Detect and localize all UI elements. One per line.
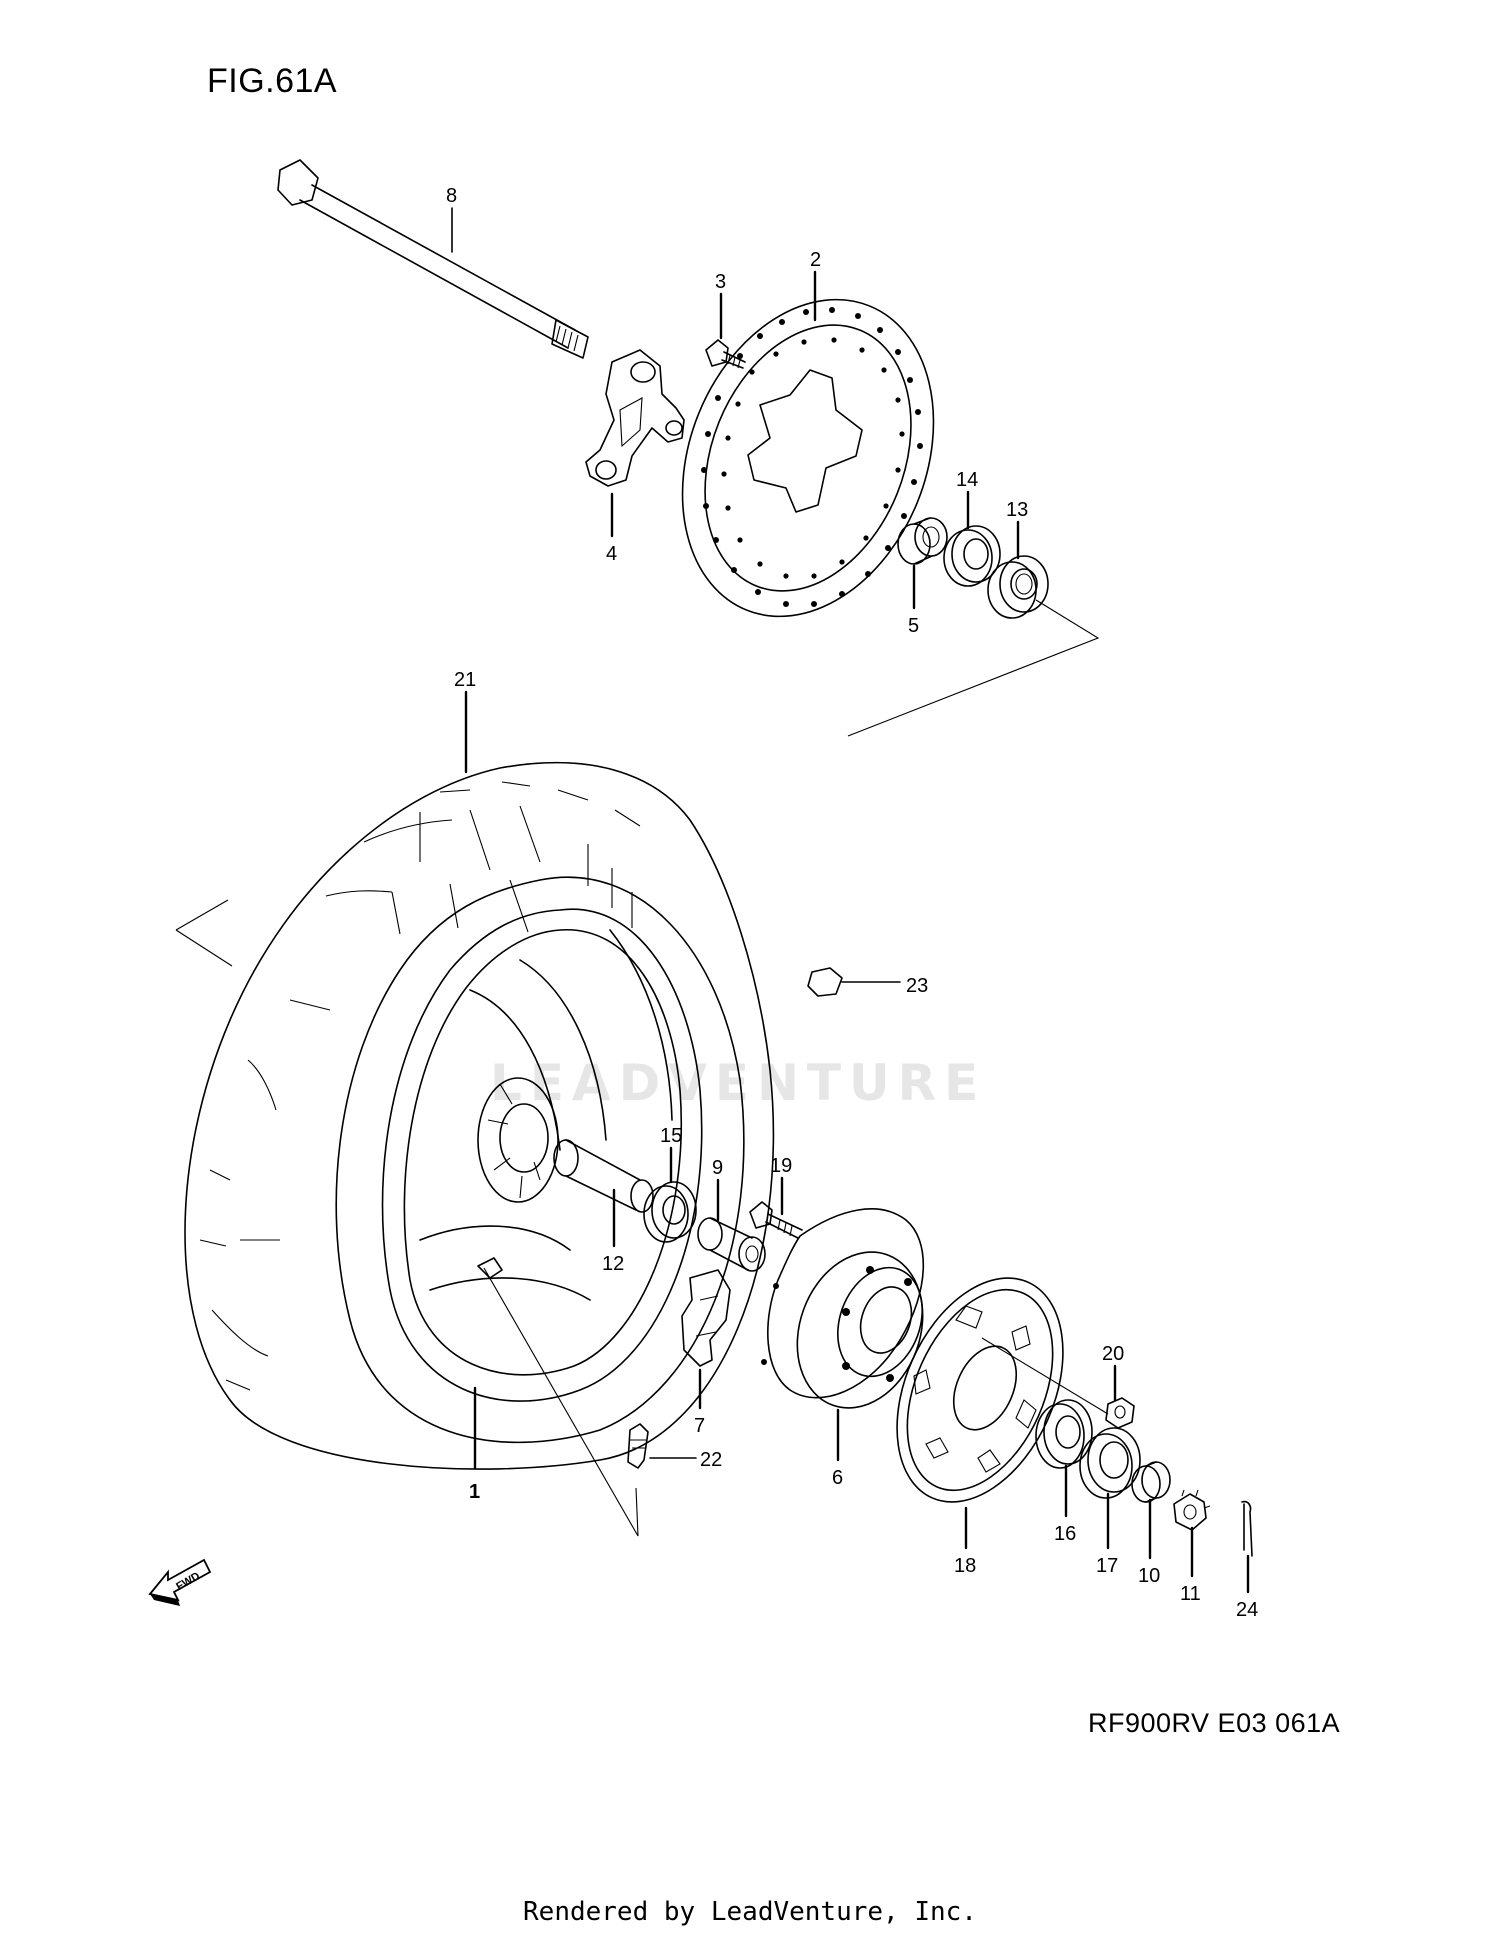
- callout-21[interactable]: 21: [454, 669, 476, 691]
- part-19-sprocket-bolt[interactable]: [749, 1201, 803, 1239]
- part-24-cotter-pin[interactable]: [1241, 1500, 1253, 1557]
- assembly-line-bearing: [847, 599, 1100, 737]
- assembly-line-left: [175, 899, 233, 967]
- callout-9[interactable]: 9: [712, 1157, 723, 1179]
- part-5-spacer[interactable]: [897, 517, 948, 565]
- part-7-damper[interactable]: [681, 1269, 731, 1367]
- callout-7[interactable]: 7: [694, 1415, 705, 1437]
- callout-1[interactable]: 1: [469, 1481, 480, 1503]
- part-17-oil-seal[interactable]: [1079, 1427, 1141, 1499]
- callout-11[interactable]: 11: [1180, 1583, 1201, 1605]
- assembly-line-valve: [483, 1267, 639, 1537]
- wheel-balance-weight: [477, 1257, 503, 1279]
- part-9-spacer[interactable]: [697, 1217, 766, 1272]
- part-2-brake-disc[interactable]: [637, 262, 979, 655]
- callout-2[interactable]: 2: [810, 249, 821, 271]
- callout-4[interactable]: 4: [606, 543, 617, 565]
- callout-18[interactable]: 18: [954, 1555, 976, 1577]
- callout-15[interactable]: 15: [660, 1125, 682, 1147]
- callout-6[interactable]: 6: [832, 1467, 843, 1489]
- callout-8[interactable]: 8: [446, 185, 457, 207]
- callout-22[interactable]: 22: [700, 1449, 722, 1471]
- callout-20[interactable]: 20: [1102, 1343, 1124, 1365]
- part-18-rear-sprocket[interactable]: [864, 1252, 1095, 1528]
- assembly-line-sprocket: [981, 1337, 1109, 1415]
- callout-16[interactable]: 16: [1054, 1523, 1076, 1545]
- part-12-spacer[interactable]: [553, 1139, 654, 1213]
- figure-title: FIG.61A: [207, 62, 338, 100]
- fwd-arrow-icon: FWD: [148, 1558, 212, 1606]
- watermark: LEADVENTURE: [490, 1054, 986, 1112]
- part-21-tire[interactable]: [184, 761, 775, 1470]
- part-16-bearing[interactable]: [1035, 1399, 1093, 1469]
- part-22-valve[interactable]: [627, 1423, 649, 1469]
- render-credit: Rendered by LeadVenture, Inc.: [523, 1897, 977, 1927]
- part-11-axle-nut[interactable]: [1173, 1489, 1211, 1531]
- drawing-code: RF900RV E03 061A: [1088, 1708, 1341, 1738]
- part-1-wheel[interactable]: [381, 908, 703, 1402]
- callout-3[interactable]: 3: [715, 271, 726, 293]
- callout-13[interactable]: 13: [1006, 499, 1028, 521]
- part-20-sprocket-nut[interactable]: [1105, 1397, 1135, 1429]
- callout-23[interactable]: 23: [906, 975, 928, 997]
- callout-10[interactable]: 10: [1138, 1565, 1160, 1587]
- part-10-spacer[interactable]: [1131, 1461, 1171, 1503]
- callout-5[interactable]: 5: [908, 615, 919, 637]
- callout-14[interactable]: 14: [956, 469, 978, 491]
- part-23-clip[interactable]: [807, 967, 843, 997]
- part-14-oil-seal[interactable]: [943, 525, 1001, 587]
- part-4-caliper-bracket[interactable]: [585, 349, 685, 487]
- part-8-axle[interactable]: [277, 159, 589, 359]
- callout-24[interactable]: 24: [1236, 1599, 1258, 1621]
- callout-12[interactable]: 12: [602, 1253, 624, 1275]
- callout-17[interactable]: 17: [1096, 1555, 1118, 1577]
- part-15-bearing[interactable]: [643, 1181, 697, 1243]
- part-13-bearing[interactable]: [987, 555, 1049, 619]
- callout-19[interactable]: 19: [770, 1155, 792, 1177]
